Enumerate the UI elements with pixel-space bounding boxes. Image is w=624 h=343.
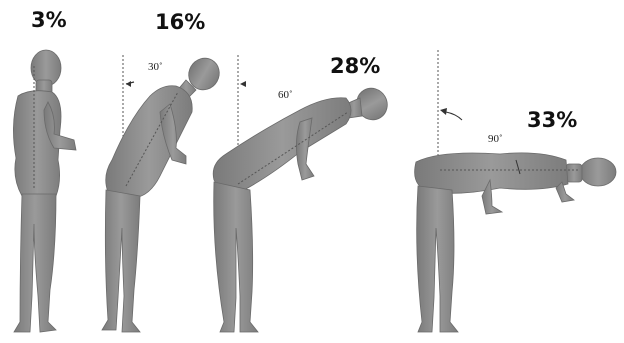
angle-label-60deg: 60˚ (278, 90, 293, 101)
angle-label-90deg: 90˚ (488, 134, 503, 145)
figure-90deg (415, 50, 616, 332)
percent-label-60deg: 28% (330, 56, 380, 77)
figure-upright (13, 50, 76, 332)
percent-label-upright: 3% (31, 10, 67, 31)
percent-label-30deg: 16% (155, 12, 205, 33)
figure-60deg (213, 55, 393, 332)
percent-label-90deg: 33% (527, 110, 577, 131)
figure-30deg (102, 53, 225, 332)
angle-label-30deg: 30˚ (148, 62, 163, 73)
